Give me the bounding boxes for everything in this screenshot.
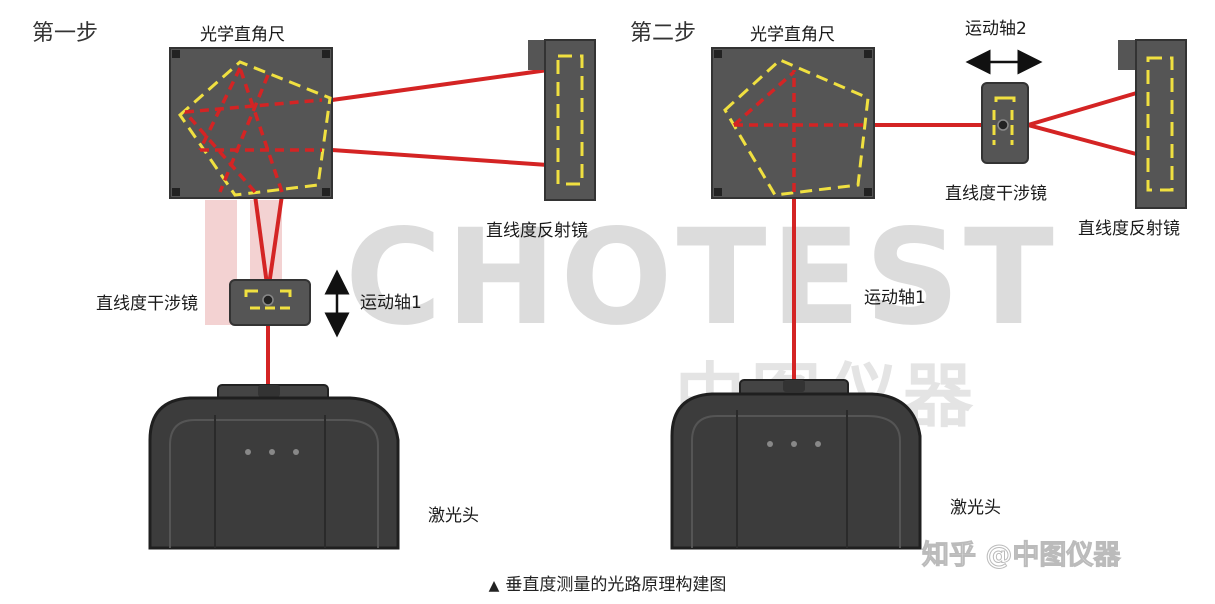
step2-reflector — [1118, 39, 1187, 209]
step2-beam-to-reflector-top — [1027, 90, 1141, 127]
step2-beams — [792, 90, 1141, 395]
step2-axis2-label: 运动轴2 — [965, 19, 1027, 39]
step2-optical-square — [711, 47, 875, 199]
step2-interferometer — [981, 82, 1029, 164]
step2-reflector-label: 直线度反射镜 — [1078, 219, 1180, 239]
watermark-brand: CHOTEST — [345, 201, 1058, 355]
step1-interferometer-label: 直线度干涉镜 — [96, 294, 198, 314]
step1-laser-head — [148, 384, 400, 550]
step1-beam-up-left — [253, 194, 270, 293]
step1-beam-to-reflector-bottom — [331, 148, 549, 167]
step1-laser-label: 激光头 — [428, 506, 479, 526]
caption-text: 垂直度测量的光路原理构建图 — [505, 575, 727, 595]
triangle-icon: ▲ — [488, 578, 500, 594]
step1-beam-up-right — [266, 194, 284, 293]
step2-axis1-label: 运动轴1 — [864, 288, 926, 308]
step2-interferometer-label: 直线度干涉镜 — [945, 184, 1047, 204]
step1-square-label: 光学直角尺 — [200, 25, 285, 45]
step1-beam-to-reflector-top — [331, 68, 549, 102]
step2-laser-head — [670, 379, 922, 550]
step2-title: 第二步 — [630, 21, 696, 46]
step1-interferometer — [229, 279, 311, 326]
step1-optical-square — [169, 47, 333, 199]
step2-square-label: 光学直角尺 — [750, 25, 835, 45]
step1-reflector — [528, 39, 596, 201]
step2-beam-to-reflector-bottom — [1027, 123, 1141, 157]
figure-caption: ▲ 垂直度测量的光路原理构建图 — [0, 570, 1215, 595]
credit-watermark: 知乎 @中图仪器 — [922, 540, 1121, 571]
step1-reflector-label: 直线度反射镜 — [486, 221, 588, 241]
step1-axis-label: 运动轴1 — [360, 293, 422, 313]
step2-laser-label: 激光头 — [950, 498, 1001, 518]
step1-title: 第一步 — [32, 21, 98, 46]
